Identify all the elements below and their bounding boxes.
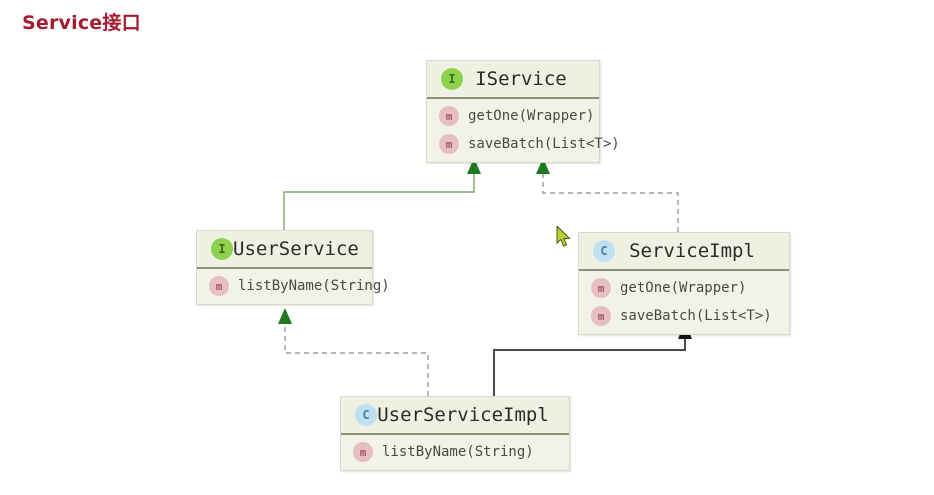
userserviceimpl-title: UserServiceImpl (377, 404, 549, 426)
edge-userserviceimpl-to-userservice (278, 308, 429, 396)
uml-class-iservice[interactable]: I IService m getOne(Wrapper) m saveBatch… (426, 60, 620, 163)
interface-icon: I (211, 238, 233, 260)
method-icon: m (353, 442, 373, 462)
mouse-cursor-icon (556, 226, 571, 247)
edge-serviceimpl-to-iservice (536, 158, 679, 232)
userserviceimpl-header: C UserServiceImpl (341, 397, 569, 435)
member-label: listByName(String) (238, 278, 390, 294)
uml-class-userservice[interactable]: I UserService m listByName(String) (196, 230, 390, 305)
member-label: saveBatch(List<T>) (620, 308, 772, 324)
method-icon: m (439, 106, 459, 126)
class-icon: C (593, 240, 615, 262)
member-row[interactable]: m getOne(Wrapper) (579, 274, 789, 302)
member-row[interactable]: m getOne(Wrapper) (427, 102, 599, 130)
member-row[interactable]: m listByName(String) (197, 272, 390, 300)
userservice-members: m listByName(String) (197, 269, 390, 304)
page-title: Service接口 (22, 12, 141, 34)
member-label: saveBatch(List<T>) (468, 136, 620, 152)
serviceimpl-header: C ServiceImpl (579, 233, 789, 271)
iservice-members: m getOne(Wrapper) m saveBatch(List<T>) (427, 99, 620, 162)
userservice-title: UserService (233, 238, 359, 260)
member-row[interactable]: m saveBatch(List<T>) (427, 130, 620, 158)
member-label: getOne(Wrapper) (620, 280, 747, 296)
class-icon: C (355, 404, 377, 426)
member-label: getOne(Wrapper) (468, 108, 595, 124)
iservice-header: I IService (427, 61, 599, 99)
userserviceimpl-members: m listByName(String) (341, 435, 569, 470)
method-icon: m (209, 276, 229, 296)
method-icon: m (591, 278, 611, 298)
method-icon: m (591, 306, 611, 326)
iservice-title: IService (475, 68, 567, 90)
uml-class-userserviceimpl[interactable]: C UserServiceImpl m listByName(String) (340, 396, 570, 471)
member-row[interactable]: m listByName(String) (341, 438, 569, 466)
serviceimpl-members: m getOne(Wrapper) m saveBatch(List<T>) (579, 271, 789, 334)
member-label: listByName(String) (382, 444, 534, 460)
serviceimpl-title: ServiceImpl (629, 240, 755, 262)
userservice-header: I UserService (197, 231, 372, 269)
member-row[interactable]: m saveBatch(List<T>) (579, 302, 789, 330)
edge-userservice-to-iservice (283, 158, 481, 230)
uml-class-serviceimpl[interactable]: C ServiceImpl m getOne(Wrapper) m saveBa… (578, 232, 790, 335)
method-icon: m (439, 134, 459, 154)
interface-icon: I (441, 68, 463, 90)
